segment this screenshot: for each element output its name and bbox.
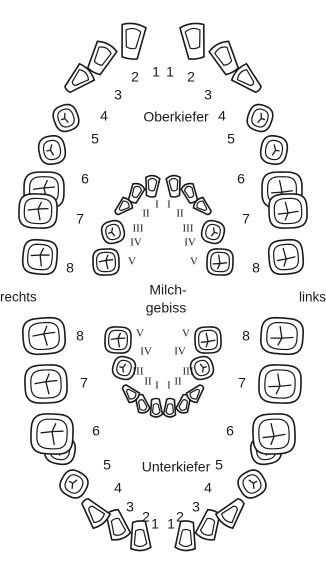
milk-upper-right-numeral-4: IV <box>130 237 142 249</box>
lower-left-number-4: 4 <box>204 480 212 496</box>
milk-upper-left-tooth-4 <box>200 219 227 246</box>
lower-left-tooth-3 <box>214 493 250 530</box>
right-side-label: rechts <box>0 290 37 305</box>
milk-upper-right-numeral-5: V <box>128 256 136 268</box>
milk-lower-right-numeral-2: II <box>144 376 152 388</box>
milk-upper-left-numeral-3: III <box>183 223 194 235</box>
lower-right-tooth-6 <box>30 413 73 454</box>
milk-lower-right-tooth-1 <box>149 398 162 417</box>
upper-left-number-5: 5 <box>227 131 235 147</box>
lower-left-tooth-8 <box>260 317 304 356</box>
lower-right-number-5: 5 <box>103 457 111 473</box>
upper-left-number-4: 4 <box>218 108 226 124</box>
lower-left-tooth-4 <box>234 466 270 502</box>
upper-right-number-3: 3 <box>114 87 122 103</box>
milk-upper-left-numeral-5: V <box>190 256 198 268</box>
lower-left-number-2: 2 <box>176 509 184 525</box>
lower-right-number-7: 7 <box>80 375 88 391</box>
milk-teeth-label-line2: gebiss <box>146 300 186 316</box>
upper-left-tooth-1 <box>180 22 209 60</box>
milk-upper-left-tooth-5 <box>207 249 234 276</box>
upper-right-tooth-8 <box>22 239 59 276</box>
upper-right-number-1: 1 <box>152 64 160 80</box>
lower-right-tooth-3 <box>76 493 112 530</box>
lower-right-number-4: 4 <box>114 480 122 496</box>
lower-left-number-3: 3 <box>192 499 200 515</box>
milk-upper-right-numeral-3: III <box>133 223 144 235</box>
lower-left-tooth-7 <box>258 364 301 403</box>
upper-left-number-2: 2 <box>187 69 195 85</box>
milk-lower-left-numeral-4: IV <box>174 346 186 358</box>
lower-left-number-5: 5 <box>215 457 223 473</box>
lower-right-tooth-8 <box>22 317 66 356</box>
milk-lower-left-numeral-1: I <box>167 380 171 392</box>
lower-right-number-2: 2 <box>142 509 150 525</box>
upper-right-number-7: 7 <box>76 211 84 227</box>
upper-left-number-1: 1 <box>166 64 174 80</box>
milk-upper-right-numeral-1: I <box>155 199 159 211</box>
upper-left-tooth-5 <box>259 134 289 166</box>
lower-jaw-label: Unterkiefer <box>142 459 211 475</box>
upper-right-number-8: 8 <box>66 260 74 276</box>
upper-right-number-5: 5 <box>91 131 99 147</box>
lower-right-number-3: 3 <box>126 499 134 515</box>
lower-left-number-8: 8 <box>242 328 250 344</box>
upper-right-tooth-7 <box>18 193 57 228</box>
milk-upper-right-tooth-4 <box>100 219 127 246</box>
milk-upper-left-numeral-1: I <box>167 199 171 211</box>
upper-left-tooth-4 <box>244 102 275 135</box>
upper-right-tooth-1 <box>118 22 147 60</box>
lower-left-number-7: 7 <box>238 375 246 391</box>
milk-upper-right-numeral-2: II <box>142 208 150 220</box>
milk-upper-left-numeral-4: IV <box>184 237 196 249</box>
upper-left-number-6: 6 <box>237 171 245 187</box>
lower-right-tooth-1 <box>129 520 151 551</box>
lower-left-number-1: 1 <box>167 516 175 532</box>
upper-right-number-4: 4 <box>100 108 108 124</box>
milk-upper-right-tooth-5 <box>93 249 120 276</box>
upper-left-tooth-8 <box>268 239 305 276</box>
milk-upper-right-tooth-1 <box>144 175 160 198</box>
lower-left-number-6: 6 <box>226 423 234 439</box>
upper-jaw-label: Oberkiefer <box>143 109 209 125</box>
milk-lower-left-numeral-5: V <box>182 328 190 340</box>
milk-lower-left-numeral-3: III <box>183 366 194 378</box>
upper-left-tooth-7 <box>268 193 307 228</box>
milk-upper-left-tooth-1 <box>166 175 182 198</box>
lower-right-number-1: 1 <box>151 516 159 532</box>
milk-lower-left-numeral-2: II <box>174 376 182 388</box>
lower-left-tooth-6 <box>252 413 295 454</box>
lower-right-number-6: 6 <box>92 423 100 439</box>
lower-right-tooth-4 <box>56 466 92 502</box>
milk-lower-left-tooth-1 <box>163 398 176 417</box>
milk-lower-left-tooth-5 <box>195 327 222 354</box>
left-side-label: links <box>299 290 326 305</box>
upper-right-tooth-4 <box>50 102 81 135</box>
upper-left-number-8: 8 <box>252 260 260 276</box>
upper-right-number-2: 2 <box>131 69 139 85</box>
milk-lower-right-numeral-3: III <box>133 366 144 378</box>
milk-lower-right-tooth-5 <box>105 327 132 354</box>
upper-left-number-3: 3 <box>204 87 212 103</box>
upper-left-number-7: 7 <box>242 211 250 227</box>
upper-right-tooth-5 <box>37 134 67 166</box>
lower-right-number-8: 8 <box>76 328 84 344</box>
milk-lower-right-numeral-4: IV <box>140 346 152 358</box>
milk-teeth-label-line1: Milch- <box>149 282 187 298</box>
milk-upper-left-numeral-2: II <box>176 208 184 220</box>
lower-left-tooth-1 <box>175 520 197 551</box>
lower-right-tooth-7 <box>24 364 67 403</box>
milk-lower-right-numeral-5: V <box>136 328 144 340</box>
milk-lower-right-numeral-1: I <box>155 380 159 392</box>
upper-right-number-6: 6 <box>81 171 89 187</box>
